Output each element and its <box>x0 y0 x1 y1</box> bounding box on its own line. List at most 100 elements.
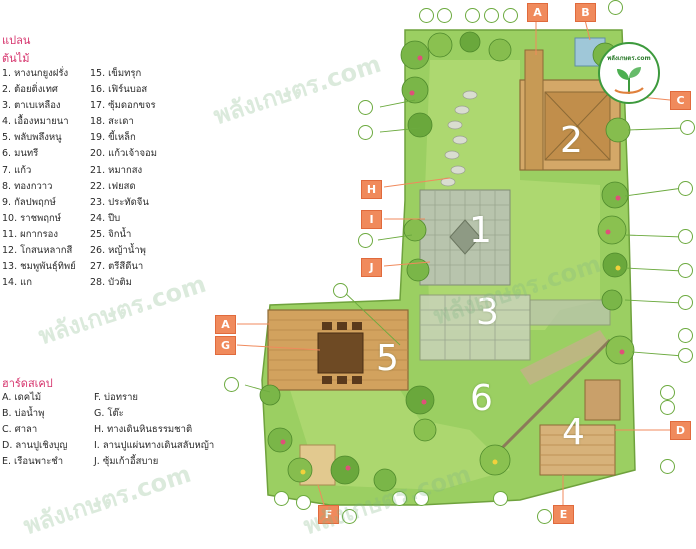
tag-label: D <box>670 421 691 440</box>
zone-number: 4 <box>562 412 585 453</box>
hardscape-item: E. เรือนพาะชำ <box>2 456 64 467</box>
zone-number: 6 <box>470 378 493 419</box>
shrubs <box>259 31 635 492</box>
tag-label: A <box>215 315 236 334</box>
plant-item: 25. จิกน้ำ <box>90 228 132 240</box>
plant-item: 17. ซุ้มดอกขจร <box>90 100 156 112</box>
tag-label: F <box>318 505 339 524</box>
plant-item: 22. เฟยสด <box>90 180 136 192</box>
plant-item: 16. เฟิร์นบอส <box>90 84 148 96</box>
plant-item: 3. ตาเบเหลือง <box>2 100 61 112</box>
tag-label: I <box>361 210 382 229</box>
plant-callout <box>465 8 480 23</box>
hardscape-list-left: A. เดคไม้ B. บ่อน้ำพุ C. ศาลา D. ลานปูเช… <box>2 390 68 470</box>
patio-strip <box>419 294 611 361</box>
sala-structure <box>519 49 621 171</box>
nursery-house <box>539 379 621 476</box>
plants-list-left: 1. หางนกยูงฝรั่ง 2. ต้อยติ่งเทศ 3. ตาเบเ… <box>2 66 76 291</box>
plant-item: 2. ต้อยติ่งเทศ <box>2 84 58 96</box>
plants-list-right: 15. เข็มทรุก 16. เฟิร์นบอส 17. ซุ้มดอกขจ… <box>90 66 157 291</box>
hardscape-heading: ฮาร์ดสเคป <box>2 377 53 390</box>
plant-item: 12. โกสนหลากสี <box>2 245 73 257</box>
plant-callout <box>414 491 429 506</box>
plant-item: 8. ทองกวาว <box>2 180 53 192</box>
plant-item: 15. เข็มทรุก <box>90 68 142 79</box>
plant-callout <box>358 233 373 248</box>
legend-title: แปลน <box>2 34 31 47</box>
tag-label: H <box>361 180 382 199</box>
plant-callout <box>437 8 452 23</box>
stepping-stones <box>440 90 478 187</box>
plant-item: 6. มนทรี <box>2 148 39 160</box>
plant-callout <box>493 491 508 506</box>
plant-item: 23. ประทัดจีน <box>90 196 149 208</box>
plant-item: 11. ผกากรอง <box>2 228 58 240</box>
plant-callout <box>333 283 348 298</box>
plant-callout <box>358 100 373 115</box>
plant-item: 18. สะเดา <box>90 116 134 128</box>
wood-deck <box>267 309 409 391</box>
zone-number: 2 <box>560 120 583 161</box>
plant-callout <box>537 509 552 524</box>
hardscape-list-right: F. บ่อทราย G. โต๊ะ H. ทางเดินหินธรรมชาติ… <box>94 390 214 470</box>
logo-text: พลังเกษตร.com <box>607 55 651 62</box>
hardscape-item: I. ลานปูแผ่นทางเดินสลับหญ้า <box>94 440 215 451</box>
plant-item: 1. หางนกยูงฝรั่ง <box>2 68 69 79</box>
plant-callout <box>678 229 693 244</box>
plant-callout <box>608 0 623 15</box>
plant-callout <box>342 509 357 524</box>
plant-callout <box>358 125 373 140</box>
paving-square <box>419 189 511 286</box>
zone-number: 1 <box>469 210 492 251</box>
hardscape-item: C. ศาลา <box>2 424 38 435</box>
plant-callout <box>660 385 675 400</box>
hardscape-item: J. ซุ้มเก้าอี้สบาย <box>94 456 159 467</box>
plant-callout <box>419 8 434 23</box>
tag-label: J <box>361 258 382 277</box>
tag-label: B <box>575 3 596 22</box>
plant-item: 26. หญ้าน้ำพุ <box>90 245 146 257</box>
plant-callout <box>680 120 695 135</box>
plant-item: 13. ชมพูพันธุ์ทิพย์ <box>2 261 76 273</box>
tag-label: C <box>670 91 691 110</box>
sprout-icon <box>614 67 644 95</box>
plant-callout <box>503 8 518 23</box>
plant-callout <box>224 377 239 392</box>
hardscape-item: B. บ่อน้ำพุ <box>2 408 45 419</box>
plant-callout <box>296 495 311 510</box>
plant-callout <box>678 328 693 343</box>
flowers-yellow <box>300 265 621 475</box>
plant-callout <box>678 181 693 196</box>
legend-panel: แปลน ต้นไม้ 1. หางนกยูงฝรั่ง 2. ต้อยติ่ง… <box>0 0 270 549</box>
hardscape-item: F. บ่อทราย <box>94 392 138 403</box>
plant-item: 24. ปีบ <box>90 212 121 224</box>
plant-item: 7. แก้ว <box>2 164 32 176</box>
plants-heading: ต้นไม้ <box>2 52 30 65</box>
hardscape-item: G. โต๊ะ <box>94 408 124 419</box>
plant-item: 19. ขี้เหล็ก <box>90 132 136 144</box>
plant-item: 5. พลับพลึงหนู <box>2 132 62 144</box>
plant-item: 4. เอื้องหมายนา <box>2 116 69 128</box>
leader-lines-green <box>244 99 684 393</box>
plant-item: 14. แก <box>2 277 33 289</box>
brand-logo: พลังเกษตร.com <box>598 42 660 104</box>
plant-item: 9. กัลปพฤกษ์ <box>2 196 56 208</box>
plant-item: 27. ตรีสีดีนา <box>90 261 144 273</box>
plant-item: 10. ราชพฤกษ์ <box>2 212 62 224</box>
diagonal-path <box>498 330 612 452</box>
plant-callout <box>678 295 693 310</box>
hardscape-item: D. ลานปูเชิงบุญ <box>2 440 68 451</box>
plant-item: 21. หมากสง <box>90 164 143 176</box>
plant-callout <box>392 491 407 506</box>
zone-number: 5 <box>376 338 399 379</box>
plant-callout <box>274 491 289 506</box>
plant-callout <box>660 400 675 415</box>
plant-callout <box>660 459 675 474</box>
tag-label: A <box>527 3 548 22</box>
plant-callout <box>678 348 693 363</box>
hardscape-item: A. เดคไม้ <box>2 392 42 403</box>
tag-label: E <box>553 505 574 524</box>
hardscape-item: H. ทางเดินหินธรรมชาติ <box>94 424 193 435</box>
